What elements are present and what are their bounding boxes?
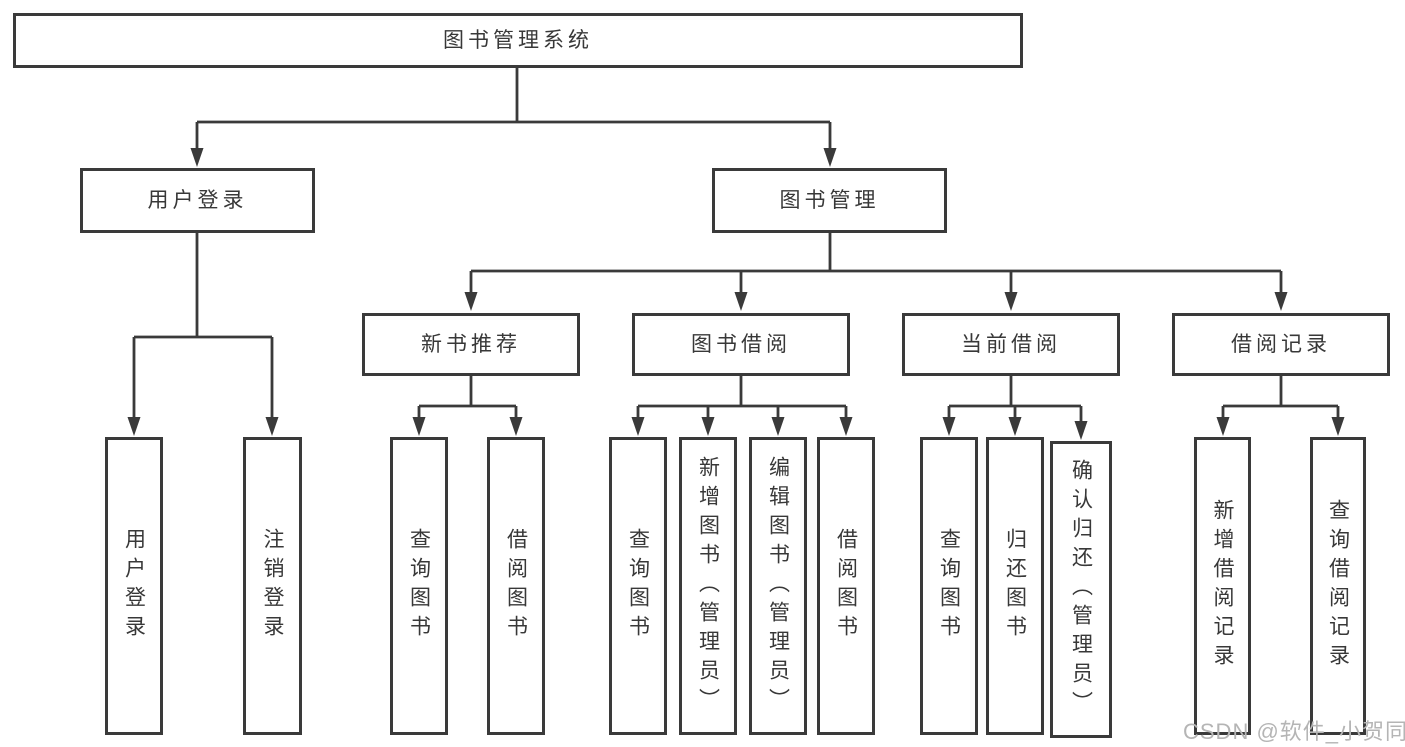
connector-current-borrow: [947, 376, 1083, 422]
leaf-add-book-admin: 新增图书（管理员）: [679, 437, 737, 735]
node-new-book-recommend: 新书推荐: [362, 313, 580, 376]
leaf-query-books-3: 查询图书: [920, 437, 978, 735]
leaf-add-borrow-record: 新增借阅记录: [1194, 437, 1251, 735]
node-borrow-records: 借阅记录: [1172, 313, 1390, 376]
node-book-borrow: 图书借阅: [632, 313, 850, 376]
node-current-borrow: 当前借阅: [902, 313, 1120, 376]
leaf-edit-book-admin: 编辑图书（管理员）: [749, 437, 807, 735]
leaf-return-book: 归还图书: [986, 437, 1044, 735]
connector-root: [195, 68, 832, 149]
connector-new-book-rec: [417, 376, 518, 418]
connector-borrow-records: [1221, 376, 1340, 418]
node-book-management: 图书管理: [712, 168, 947, 233]
leaf-borrow-books-1: 借阅图书: [487, 437, 545, 735]
leaf-user-login: 用户登录: [105, 437, 163, 735]
leaf-query-books-2: 查询图书: [609, 437, 667, 735]
leaf-logout: 注销登录: [243, 437, 302, 735]
connector-user-login: [132, 233, 274, 418]
leaf-query-borrow-record: 查询借阅记录: [1310, 437, 1366, 735]
leaf-confirm-return-admin: 确认归还（管理员）: [1050, 441, 1112, 738]
arrowheads: [127, 148, 1345, 440]
watermark: CSDN @软件_小贺同学: [1183, 719, 1405, 744]
connector-book-mgmt: [469, 233, 1283, 293]
connector-book-borrow: [636, 376, 848, 418]
leaf-borrow-books-2: 借阅图书: [817, 437, 875, 735]
node-root-system: 图书管理系统: [13, 13, 1023, 68]
node-user-login: 用户登录: [80, 168, 315, 233]
leaf-query-books-1: 查询图书: [390, 437, 448, 735]
